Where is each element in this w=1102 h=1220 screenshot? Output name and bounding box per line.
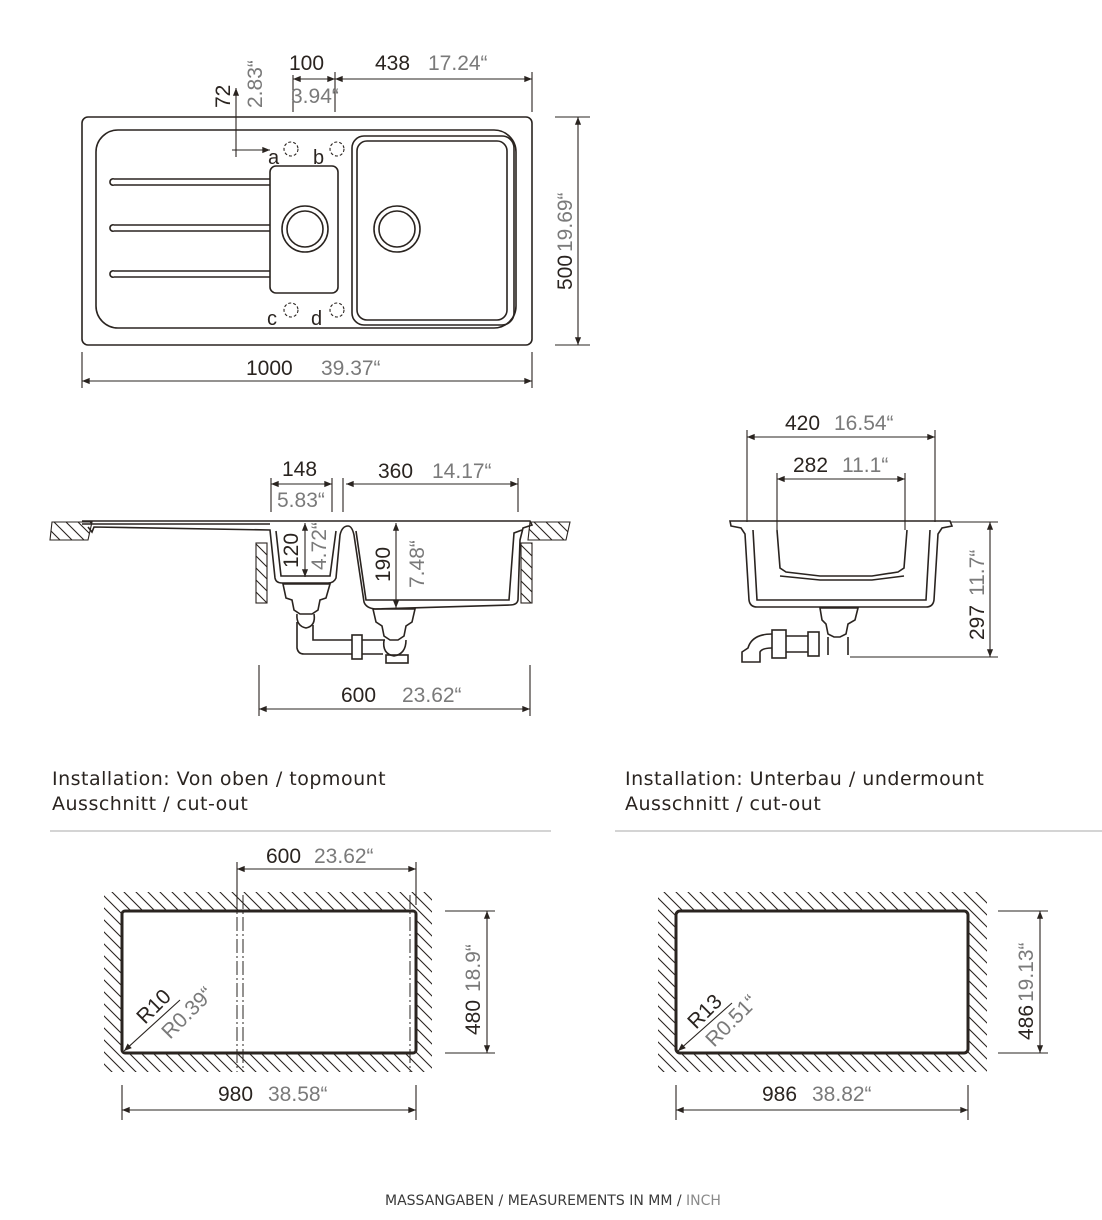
dim-190-in: 7.48“: [406, 540, 429, 588]
cutout-dim-986: 986: [762, 1083, 797, 1106]
topmount-subtitle: Ausschnitt / cut-out: [52, 793, 248, 815]
dim-100-in: 3.94“: [291, 85, 339, 108]
cutout-dim-486-in: 19.13“: [1015, 942, 1038, 1002]
small-bowl: [269, 165, 339, 294]
undermount-subtitle: Ausschnitt / cut-out: [625, 793, 821, 815]
dim-360: 360: [378, 460, 413, 483]
cutout-dim-986-in: 38.82“: [812, 1083, 872, 1106]
dim-120-in: 4.72“: [308, 522, 331, 570]
cutout-dim-600-in: 23.62“: [314, 845, 374, 868]
dim-600: 600: [341, 684, 376, 707]
cutout-dim-480: 480: [462, 1000, 485, 1035]
main-bowl: [351, 135, 515, 326]
dim-72-line: [232, 88, 270, 157]
dim-72-in: 2.83“: [244, 60, 267, 108]
dim-148-in: 5.83“: [277, 489, 325, 512]
dim-100: 100: [289, 52, 324, 75]
drainer-grooves: [109, 178, 270, 278]
dim-148: 148: [282, 458, 317, 481]
dim-1000-in: 39.37“: [321, 357, 381, 380]
cutout-dim-980-in: 38.58“: [268, 1083, 328, 1106]
footer-note: MASSANGABEN / MEASUREMENTS IN MM / INCH: [385, 1193, 721, 1209]
cutout-dim-486: 486: [1015, 1005, 1038, 1040]
dim-438-in: 17.24“: [428, 52, 488, 75]
topmount-cutout: 600 23.62“ 480 18.9“ 980 38.58“ R10 R0.3…: [104, 845, 495, 1120]
topmount-title: Installation: Von oben / topmount: [52, 768, 386, 790]
cutout-dim-600: 600: [266, 845, 301, 868]
hole-label-b: b: [313, 147, 324, 169]
dim-500-in: 19.69“: [554, 192, 577, 252]
dim-500: 500: [554, 255, 577, 290]
dim-420: 420: [785, 412, 820, 435]
dim-1000: 1000: [246, 357, 293, 380]
top-view: a b c d 72 2.83“ 100 3.94“ 438 17.24“ 50…: [81, 52, 590, 388]
footer-main: MASSANGABEN / MEASUREMENTS IN MM /: [385, 1193, 686, 1209]
dim-297-in: 11.7“: [966, 550, 989, 596]
dim-600-in: 23.62“: [402, 684, 462, 707]
end-section-view: 420 16.54“ 282 11.1“ 297 11.7“: [729, 412, 998, 663]
dim-360-in: 14.17“: [432, 460, 492, 483]
dim-282-in: 11.1“: [842, 454, 888, 477]
undermount-title: Installation: Unterbau / undermount: [625, 768, 984, 790]
dim-120: 120: [280, 533, 303, 568]
drainer-outline: [95, 129, 517, 329]
tap-holes: a b c d: [267, 141, 345, 330]
drain-icon: [373, 205, 421, 253]
sink-outline: [81, 116, 533, 346]
side-section-view: 148 5.83“ 360 14.17“ 120 4.72“ 190 7.48“…: [49, 458, 571, 716]
drain-icon: [281, 205, 329, 253]
hole-label-c: c: [267, 308, 277, 330]
dim-420-in: 16.54“: [834, 412, 894, 435]
cutout-dim-480-in: 18.9“: [462, 944, 485, 992]
undermount-cutout: 486 19.13“ 986 38.82“ R13 R0.51“: [658, 892, 1048, 1120]
cutout-dim-980: 980: [218, 1083, 253, 1106]
dim-297: 297: [966, 605, 989, 640]
hole-label-d: d: [311, 308, 322, 330]
dim-438: 438: [375, 52, 410, 75]
dim-282: 282: [793, 454, 828, 477]
footer-unit: INCH: [686, 1193, 721, 1209]
dim-72: 72: [212, 85, 235, 108]
dim-190: 190: [372, 547, 395, 582]
